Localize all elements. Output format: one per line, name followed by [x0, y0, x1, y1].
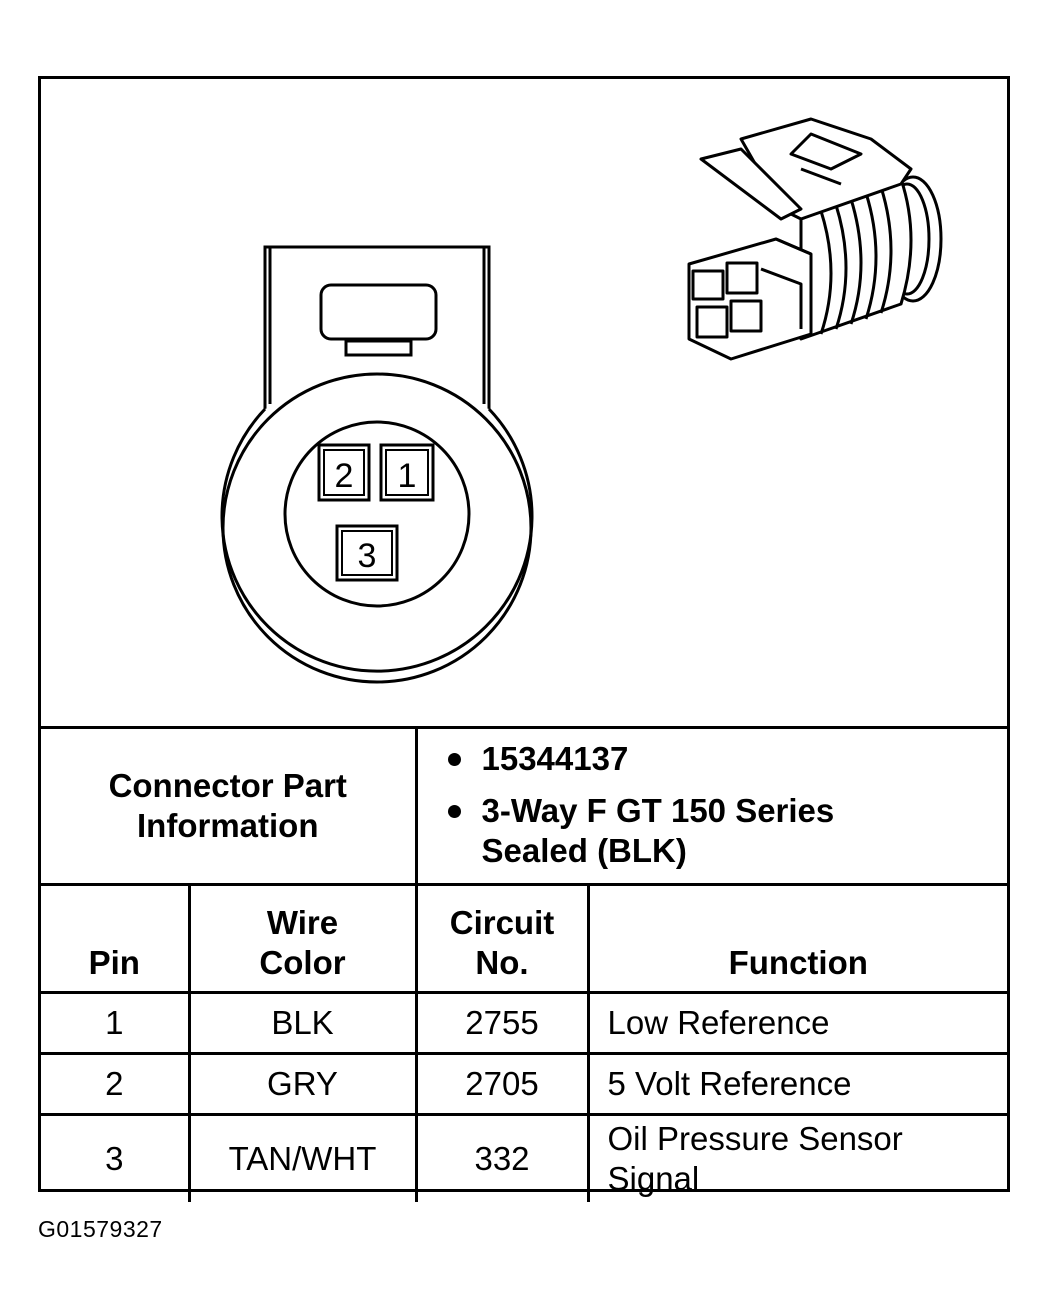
- connector-part-info-list: 15344137 3-Way F GT 150 Series Sealed (B…: [414, 726, 1008, 886]
- cell-function: Oil Pressure Sensor Signal: [586, 1113, 1007, 1202]
- cell-function: 5 Volt Reference: [586, 1052, 1007, 1116]
- part-label-line2: Information: [137, 807, 319, 844]
- connector-info-table: Connector Part Information 15344137 3-Wa…: [41, 726, 1007, 1202]
- part-description-line1: 3-Way F GT 150 Series: [481, 792, 835, 829]
- cell-wire-color: TAN/WHT: [187, 1113, 418, 1202]
- header-circuit-no: Circuit No.: [414, 883, 590, 994]
- cell-circuit: 332: [414, 1113, 590, 1202]
- part-description-line2: Sealed (BLK): [481, 832, 687, 869]
- pin-label-2: 2: [335, 457, 354, 495]
- part-label-line1: Connector Part: [108, 767, 347, 804]
- cell-pin: 2: [41, 1052, 191, 1116]
- pin-label-1: 1: [398, 457, 417, 495]
- header-wire-color: Wire Color: [187, 883, 418, 994]
- header-pin: Pin: [41, 883, 191, 994]
- cell-function: Low Reference: [586, 991, 1007, 1055]
- table-row: 1 BLK 2755 Low Reference: [41, 991, 1007, 1055]
- connector-drawing-area: 2 1 3: [220, 117, 943, 684]
- cell-circuit: 2755: [414, 991, 590, 1055]
- connector-part-info-label: Connector Part Information: [41, 726, 418, 886]
- part-description-item: 3-Way F GT 150 Series Sealed (BLK): [447, 791, 1008, 871]
- pin-box-1: [379, 443, 435, 502]
- pin-box-3: [335, 524, 399, 582]
- cell-pin: 3: [41, 1113, 191, 1202]
- part-number-item: 15344137: [447, 739, 1008, 779]
- header-function: Function: [586, 883, 1007, 994]
- cell-circuit: 2705: [414, 1052, 590, 1116]
- figure-id: G01579327: [38, 1216, 163, 1242]
- cell-pin: 1: [41, 991, 191, 1055]
- connector-face-view: [220, 245, 534, 684]
- part-number: 15344137: [481, 740, 629, 777]
- pin-label-3: 3: [358, 537, 377, 575]
- connector-lock-tab: [319, 283, 438, 341]
- table-row: 2 GRY 2705 5 Volt Reference: [41, 1052, 1007, 1116]
- cell-wire-color: GRY: [187, 1052, 418, 1116]
- table-row: 3 TAN/WHT 332 Oil Pressure Sensor Signal: [41, 1113, 1007, 1202]
- pin-box-2: [317, 443, 371, 502]
- diagram-frame: 2 1 3: [38, 76, 1010, 1202]
- cell-wire-color: BLK: [187, 991, 418, 1055]
- table-header-row: Pin Wire Color Circuit No. Function: [41, 883, 1007, 994]
- connector-perspective-illustration: [687, 117, 943, 361]
